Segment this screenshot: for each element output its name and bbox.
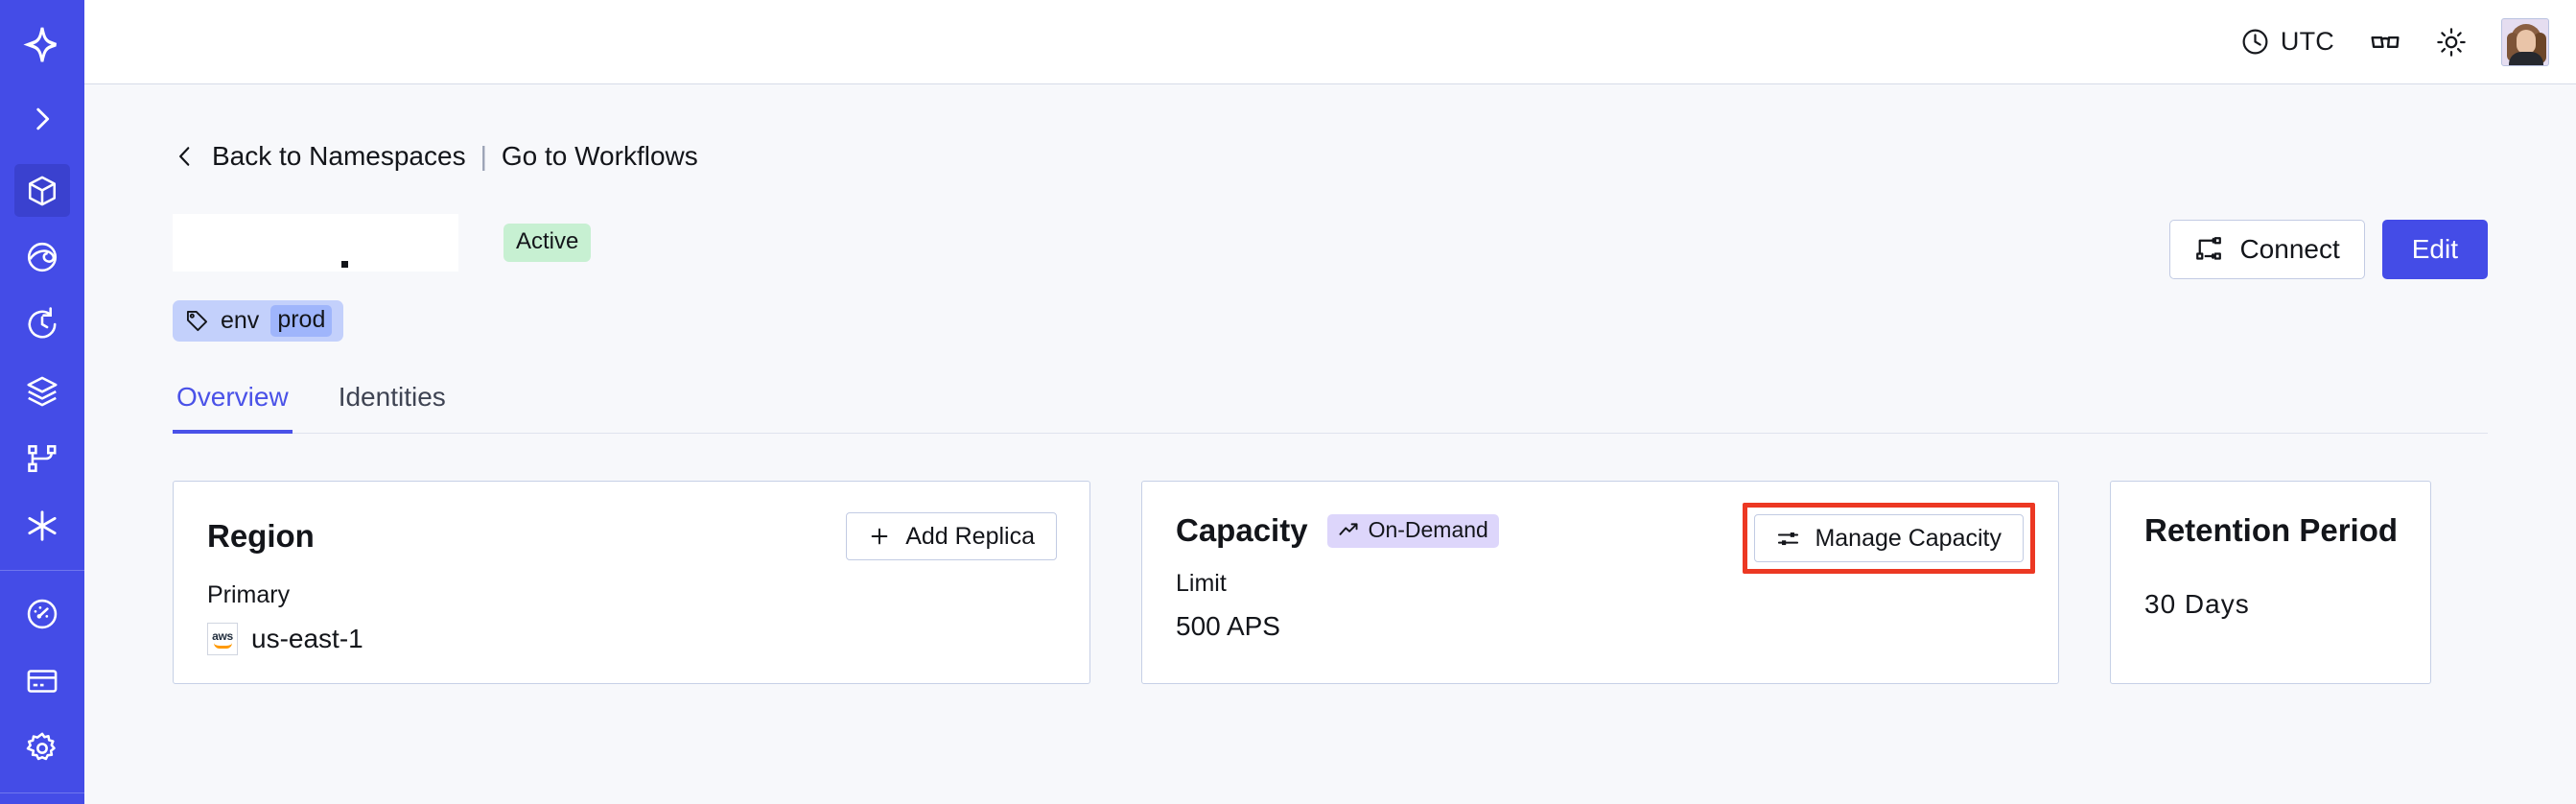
- gauge-icon: [25, 597, 59, 631]
- capacity-mode-label: On-Demand: [1368, 516, 1488, 542]
- page-title: [173, 214, 458, 272]
- eye-icon: [25, 240, 59, 274]
- region-card-header: Region Add Replica: [207, 512, 1057, 560]
- sidebar-divider: [0, 569, 84, 571]
- namespace-header: Active Connect: [173, 214, 2488, 279]
- gear-icon: [25, 731, 59, 766]
- connect-button-label: Connect: [2239, 234, 2340, 264]
- edit-button-label: Edit: [2411, 234, 2458, 264]
- namespace-title-group: Active: [173, 214, 592, 272]
- topbar: UTC: [84, 0, 2576, 84]
- git-branch-icon: [25, 441, 59, 476]
- breadcrumb-workflows-link[interactable]: Go to Workflows: [501, 141, 698, 171]
- capacity-sublabel: Limit: [1176, 570, 1227, 597]
- overview-cards: Region Add Replica: [173, 481, 2488, 684]
- glasses-icon[interactable]: [2369, 26, 2401, 59]
- retention-card: Retention Period 30 Days: [2110, 481, 2432, 684]
- capacity-card-header: Capacity On-Demand: [1176, 512, 2026, 549]
- sidebar-divider-bottom: [0, 792, 84, 794]
- region-sublabel: Primary: [207, 581, 291, 608]
- tab-identities[interactable]: Identities: [338, 382, 446, 412]
- manage-capacity-button[interactable]: Manage Capacity: [1754, 514, 2024, 562]
- sidebar-expand-button[interactable]: [0, 82, 84, 157]
- chevron-left-icon[interactable]: [173, 141, 198, 172]
- timezone-label: UTC: [2280, 27, 2334, 56]
- sidebar-item-integrations[interactable]: [14, 499, 70, 553]
- main-area: UTC: [84, 0, 2576, 804]
- manage-capacity-highlight: Manage Capacity: [1743, 503, 2035, 574]
- region-value: us-east-1: [251, 624, 363, 653]
- sun-icon[interactable]: [2436, 27, 2467, 58]
- tabs: Overview Identities: [173, 381, 2488, 434]
- sidebar-item-schedules[interactable]: [14, 297, 70, 351]
- sidebar: [0, 0, 84, 804]
- credit-card-icon: [25, 664, 59, 698]
- sliders-icon: [1776, 527, 1800, 551]
- breadcrumb: Back to Namespaces | Go to Workflows: [173, 84, 2488, 172]
- namespace-tag[interactable]: env prod: [173, 300, 344, 342]
- capacity-mode-badge: On-Demand: [1326, 513, 1499, 548]
- add-replica-button[interactable]: Add Replica: [846, 512, 1057, 560]
- timezone-selector[interactable]: UTC: [2240, 27, 2334, 57]
- sidebar-item-nexus[interactable]: [14, 432, 70, 485]
- clock-icon: [2240, 27, 2270, 57]
- sidebar-item-billing[interactable]: [14, 654, 70, 708]
- region-card-title: Region: [207, 518, 315, 554]
- aws-logo-icon: aws: [207, 623, 238, 655]
- sidebar-item-batch-operations[interactable]: [14, 365, 70, 418]
- plus-icon: [868, 525, 891, 548]
- region-card-action: Add Replica: [846, 512, 1057, 560]
- retention-value: 30 Days: [2144, 589, 2250, 619]
- layers-icon: [25, 374, 59, 409]
- clock-rewind-icon: [25, 307, 59, 342]
- breadcrumb-back-link[interactable]: Back to Namespaces: [212, 141, 466, 171]
- temporal-star-logo-icon[interactable]: [0, 0, 84, 82]
- sidebar-item-namespaces[interactable]: [14, 163, 70, 218]
- region-value-row: aws us-east-1: [207, 623, 1057, 655]
- aws-logo-text: aws: [212, 628, 233, 643]
- edit-button[interactable]: Edit: [2381, 220, 2488, 279]
- cube-icon: [25, 174, 59, 208]
- retention-card-header: Retention Period: [2144, 512, 2398, 549]
- manage-capacity-label: Manage Capacity: [1815, 524, 2002, 552]
- capacity-card-title: Capacity: [1176, 512, 1308, 548]
- tag-icon: [185, 309, 209, 333]
- asterisk-icon: [24, 508, 60, 544]
- trending-up-icon: [1338, 519, 1360, 541]
- capacity-card: Capacity On-Demand: [1141, 481, 2059, 684]
- topbar-actions: UTC: [2240, 17, 2549, 66]
- sidebar-item-settings[interactable]: [14, 721, 70, 775]
- region-card: Region Add Replica: [173, 481, 1090, 684]
- title-descender-mark: [341, 260, 348, 268]
- avatar[interactable]: [2501, 17, 2549, 66]
- capacity-value: 500 APS: [1176, 611, 1280, 641]
- tag-key: env: [221, 307, 260, 334]
- page-content: Back to Namespaces | Go to Workflows Act…: [84, 84, 2576, 804]
- breadcrumb-separator: |: [480, 141, 487, 171]
- connect-icon: [2194, 235, 2223, 264]
- retention-card-title: Retention Period: [2144, 512, 2399, 548]
- sidebar-item-usage[interactable]: [14, 588, 70, 642]
- connect-button[interactable]: Connect: [2169, 220, 2365, 279]
- sidebar-item-workflows[interactable]: [14, 230, 70, 284]
- add-replica-label: Add Replica: [905, 522, 1035, 550]
- namespace-actions: Connect Edit: [2169, 214, 2488, 279]
- tag-value: prod: [270, 305, 333, 337]
- status-badge: Active: [503, 224, 592, 262]
- tab-overview[interactable]: Overview: [173, 382, 293, 434]
